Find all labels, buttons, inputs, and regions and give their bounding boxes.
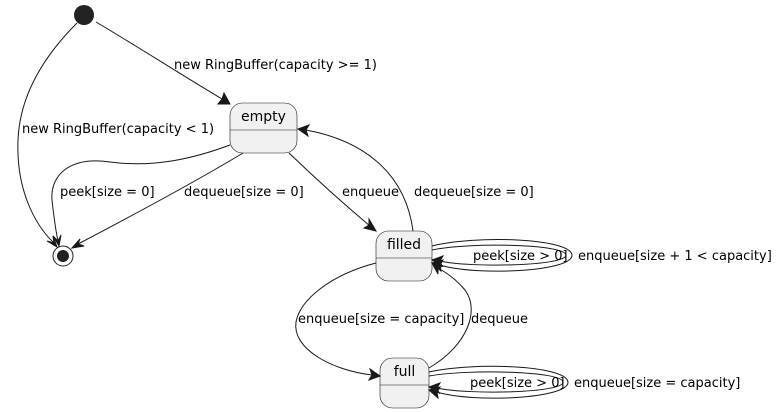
transition-label-empty-to-filled: enqueue — [342, 185, 399, 200]
state-filled-label: filled — [387, 237, 421, 253]
transition-label-filled-self-peek: peek[size > 0] — [473, 249, 568, 264]
transition-empty-to-filled: enqueue — [288, 152, 399, 232]
transition-label-filled-to-empty: dequeue[size = 0] — [414, 185, 534, 200]
transition-label-filled-to-full: enqueue[size = capacity] — [298, 312, 464, 327]
state-filled: filled — [375, 230, 433, 282]
transition-filled-to-full: enqueue[size = capacity] — [295, 262, 464, 381]
transition-start-to-empty: new RingBuffer(capacity >= 1) — [95, 21, 377, 105]
state-empty-label: empty — [241, 109, 286, 125]
state-empty: empty — [229, 102, 298, 154]
final-state — [52, 245, 74, 267]
state-full-label: full — [394, 364, 416, 380]
transition-label-empty-peek-end: peek[size = 0] — [60, 185, 155, 200]
transition-empty-peek-end: peek[size = 0] — [51, 144, 231, 248]
transition-full-to-filled: dequeue — [428, 262, 528, 369]
transition-full-self-peek: peek[size > 0] — [427, 371, 565, 395]
transition-label-start-to-end: new RingBuffer(capacity < 1) — [22, 122, 214, 137]
transition-label-start-to-empty: new RingBuffer(capacity >= 1) — [174, 58, 377, 73]
transition-filled-to-empty: dequeue[size = 0] — [296, 124, 534, 232]
transition-label-filled-self-enqueue: enqueue[size + 1 < capacity] — [578, 249, 772, 264]
transition-filled-self-peek: peek[size > 0] — [430, 244, 568, 268]
transition-label-full-to-filled: dequeue — [471, 312, 528, 327]
state-full: full — [379, 357, 430, 409]
transition-label-full-self-peek: peek[size > 0] — [470, 376, 565, 391]
transition-full-self-enqueue: enqueue[size = capacity] — [427, 365, 740, 400]
initial-state — [74, 5, 94, 25]
transition-start-to-end: new RingBuffer(capacity < 1) — [17, 22, 214, 249]
transition-label-full-self-enqueue: enqueue[size = capacity] — [574, 376, 740, 391]
transition-empty-dequeue-end: dequeue[size = 0] — [70, 152, 304, 249]
transition-label-empty-dequeue-end: dequeue[size = 0] — [184, 185, 304, 200]
